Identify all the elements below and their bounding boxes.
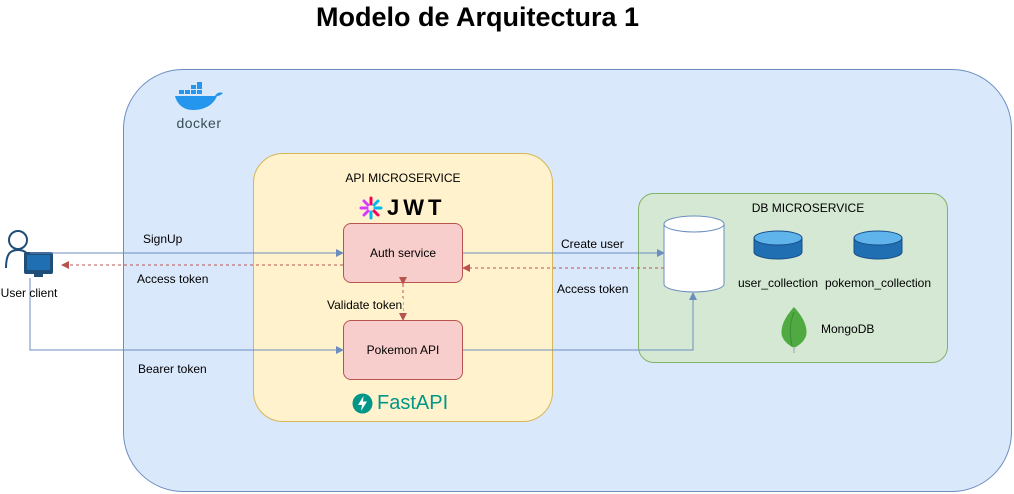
pokemon-api-node[interactable]: Pokemon API	[343, 320, 463, 380]
pokemon-collection-label: pokemon_collection	[824, 276, 932, 290]
auth-service-label: Auth service	[369, 246, 437, 260]
auth-service-node[interactable]: Auth service	[343, 223, 463, 283]
database-cylinder-icon	[663, 215, 725, 293]
bearer-token-edge	[29, 278, 344, 354]
pokemon-collection-icon	[853, 230, 903, 260]
mongodb-label: MongoDB	[821, 322, 875, 336]
docker-logo: docker	[171, 81, 227, 131]
user-collection-icon	[753, 230, 803, 260]
api-group-label: API MICROSERVICE	[345, 171, 461, 185]
pokemon-db-edge	[463, 292, 697, 351]
docker-whale-icon	[175, 81, 223, 110]
mongodb-leaf-icon	[781, 307, 807, 353]
signup-edge-label: SignUp	[143, 232, 183, 246]
fastapi-logo-text: FastAPI	[377, 391, 449, 414]
docker-logo-text: docker	[176, 115, 222, 131]
user-client-icon	[5, 230, 53, 277]
fastapi-bolt-icon	[352, 393, 373, 413]
pokemon-api-label: Pokemon API	[366, 343, 440, 357]
diagram-title: Modelo de Arquitectura 1	[315, 2, 640, 32]
validate-token-label: Validate token	[326, 298, 404, 312]
access-token-db-label: Access token	[557, 282, 629, 296]
db-group-label: DB MICROSERVICE	[751, 201, 865, 215]
jwt-logo-text: JWT	[387, 195, 446, 220]
access-token-client-label: Access token	[137, 272, 209, 286]
create-user-label: Create user	[561, 237, 624, 251]
jwt-icon	[359, 196, 383, 220]
jwt-logo: JWT	[359, 195, 449, 220]
fastapi-logo: FastAPI	[352, 391, 462, 415]
bearer-token-label: Bearer token	[138, 362, 207, 376]
user-client-label: User client	[0, 286, 58, 300]
user-collection-label: user_collection	[737, 276, 819, 290]
